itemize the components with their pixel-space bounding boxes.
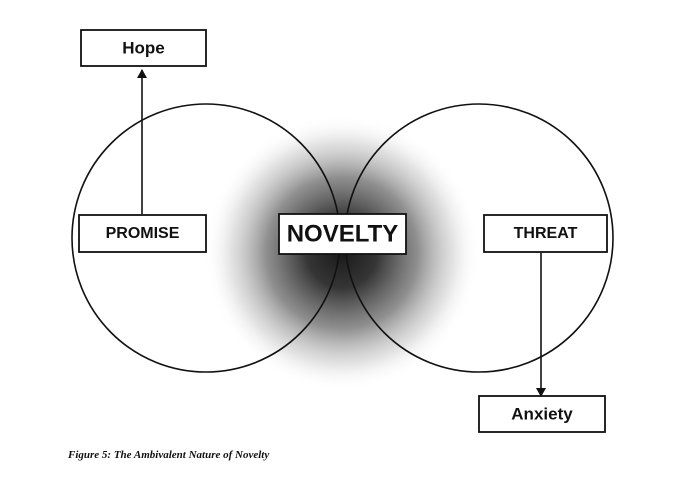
threat-box: THREAT bbox=[483, 214, 608, 253]
figure-caption: Figure 5: The Ambivalent Nature of Novel… bbox=[68, 449, 270, 461]
anxiety-label: Anxiety bbox=[511, 405, 573, 424]
anxiety-box: Anxiety bbox=[478, 395, 606, 433]
promise-box: PROMISE bbox=[78, 214, 207, 253]
threat-label: THREAT bbox=[514, 225, 578, 242]
hope-label: Hope bbox=[122, 39, 165, 58]
novelty-box: NOVELTY bbox=[278, 213, 407, 255]
novelty-label: NOVELTY bbox=[287, 221, 399, 248]
hope-box: Hope bbox=[80, 29, 207, 67]
promise-label: PROMISE bbox=[106, 225, 180, 242]
